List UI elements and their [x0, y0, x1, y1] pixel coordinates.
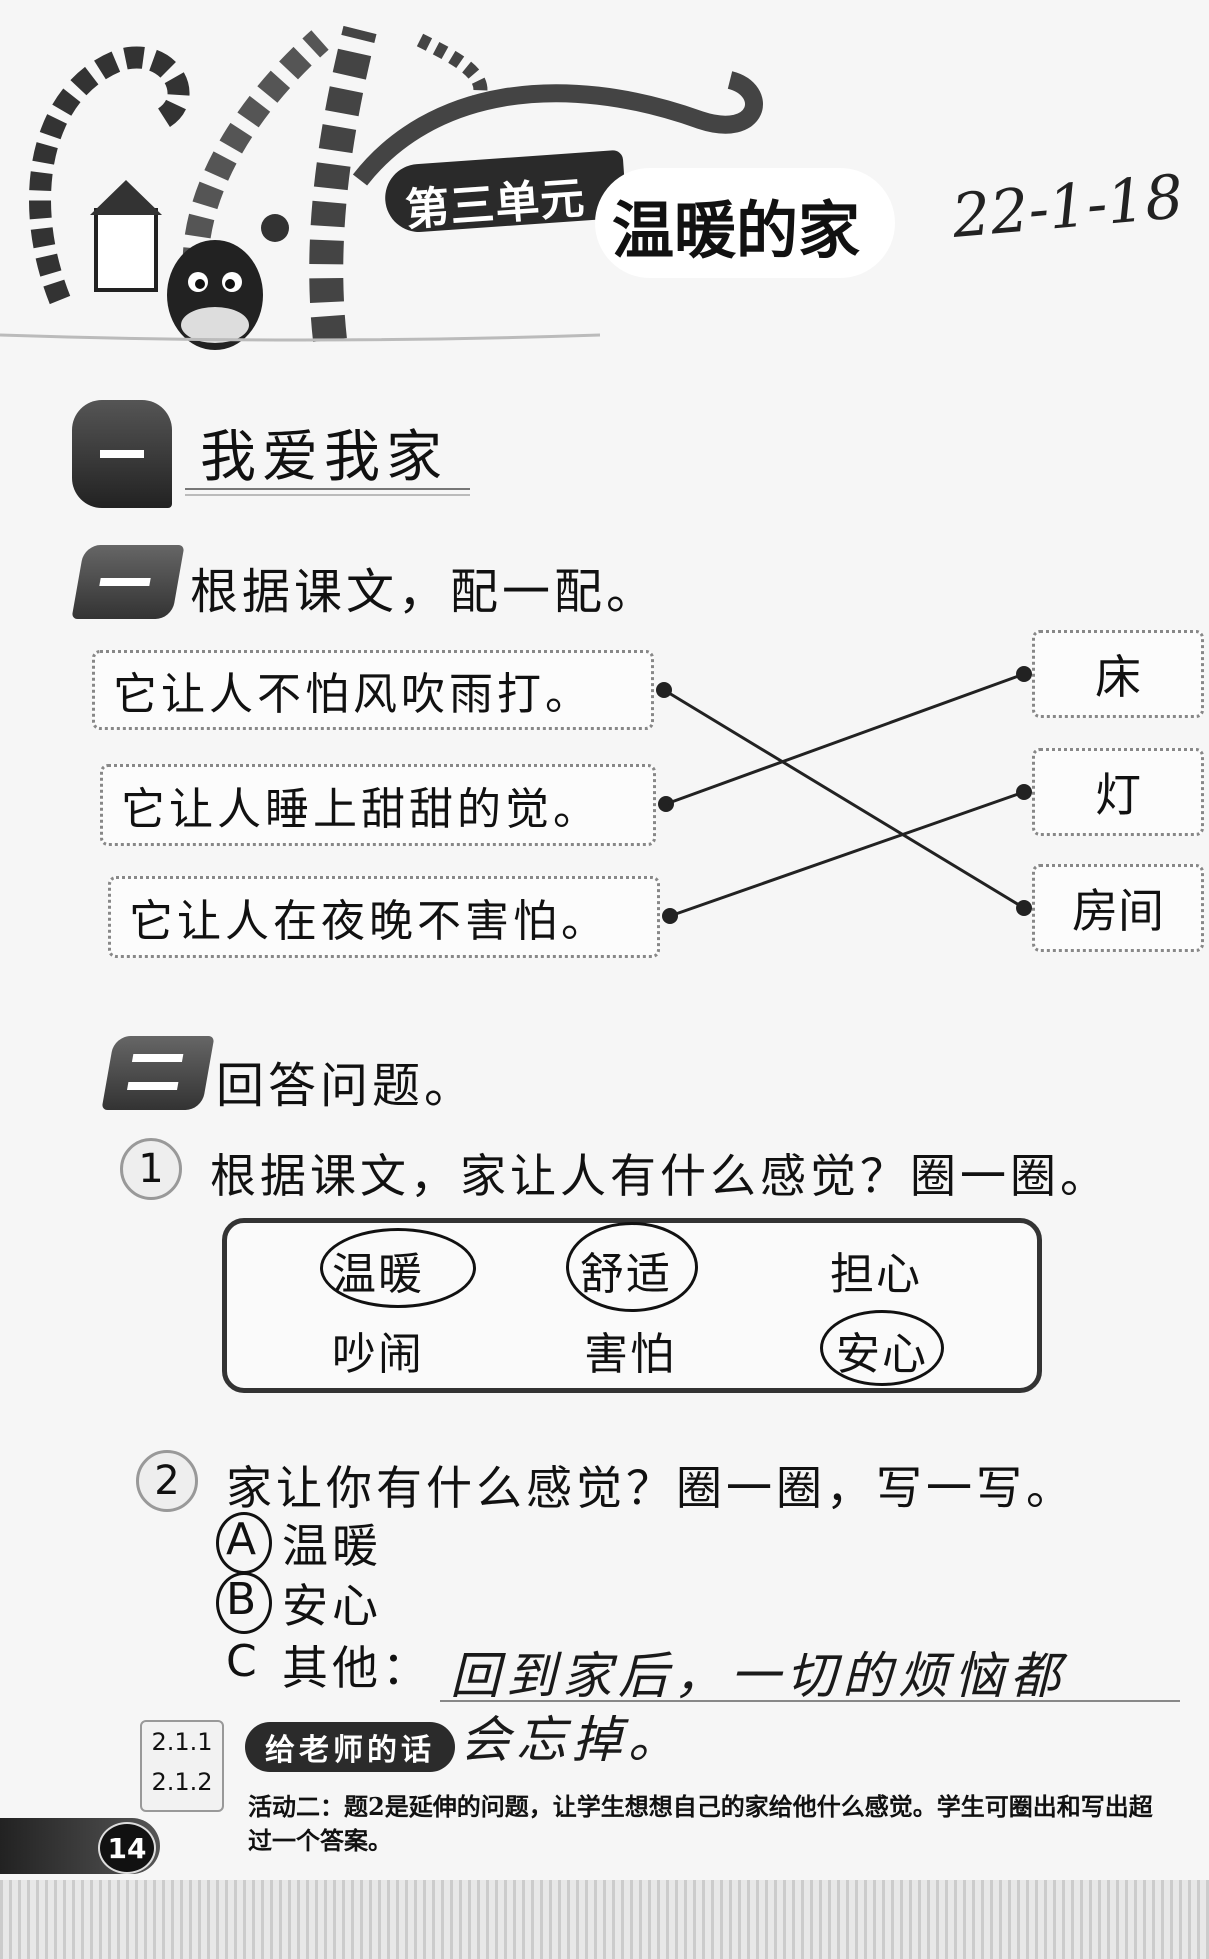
- question-two-badge: [101, 1036, 215, 1110]
- match-right-item-room[interactable]: 房间: [1032, 864, 1204, 952]
- section-title-underline: [185, 488, 470, 496]
- match-left-item-1[interactable]: 它让人不怕风吹雨打。: [92, 650, 654, 730]
- answer-circle-comfortable: [566, 1222, 698, 1312]
- question-one-badge: [71, 545, 185, 619]
- section-number-badge: [72, 400, 172, 508]
- option-a-text: 温暖: [282, 1519, 382, 1573]
- question-two-instruction: 回答问题。: [216, 1058, 477, 1114]
- section-title: 我爱我家: [200, 425, 448, 490]
- word-option-noisy[interactable]: 吵闹: [332, 1329, 424, 1380]
- header-vine-illustration: [0, 0, 1209, 360]
- match-right-item-lamp[interactable]: 灯: [1032, 748, 1204, 836]
- match-left-dot-1[interactable]: [656, 682, 672, 698]
- match-right-dot-2[interactable]: [1016, 784, 1032, 800]
- unit-title: 温暖的家: [612, 194, 861, 267]
- word-option-worried[interactable]: 担心: [830, 1249, 922, 1300]
- curriculum-code-2: 2.1.2: [151, 1768, 213, 1796]
- sub-question-2-text: 家让你有什么感觉？圈一圈，写一写。: [226, 1461, 1076, 1515]
- sub-question-2-number: 2: [136, 1450, 198, 1512]
- handwritten-answer-line-1: 回到家后，一切的烦恼都: [450, 1647, 1066, 1705]
- unit-title-cloud: [595, 168, 895, 278]
- match-right-dot-1[interactable]: [1016, 666, 1032, 682]
- option-c-text: 其他：: [282, 1641, 432, 1695]
- page-bottom-band: [0, 1880, 1209, 1959]
- match-left-item-3[interactable]: 它让人在夜晚不害怕。: [108, 876, 660, 958]
- question-one-instruction: 根据课文，配一配。: [190, 564, 659, 620]
- match-right-dot-3[interactable]: [1016, 900, 1032, 916]
- curriculum-code-box: 2.1.1 2.1.2: [140, 1720, 224, 1812]
- teacher-note-text: 活动二：题2是延伸的问题，让学生想想自己的家给他什么感觉。学生可圈出和写出超过一…: [248, 1792, 1153, 1855]
- match-right-item-bed[interactable]: 床: [1032, 630, 1204, 718]
- word-option-afraid[interactable]: 害怕: [584, 1329, 676, 1380]
- sub-question-1-text: 根据课文，家让人有什么感觉？圈一圈。: [210, 1149, 1110, 1203]
- option-c-letter[interactable]: C: [226, 1636, 257, 1687]
- answer-circle-warm: [320, 1228, 476, 1308]
- teacher-note-badge: 给老师的话: [245, 1722, 455, 1772]
- handwritten-answer-line-2: 会忘掉。: [460, 1711, 684, 1769]
- page-number: 14: [98, 1822, 156, 1874]
- answer-circle-at-ease: [820, 1310, 944, 1386]
- option-b-text: 安心: [282, 1579, 382, 1633]
- option-a-circle: [216, 1512, 272, 1574]
- curriculum-code-1: 2.1.1: [151, 1728, 213, 1756]
- unit-label: 第三单元: [403, 172, 587, 237]
- match-left-item-2[interactable]: 它让人睡上甜甜的觉。: [100, 764, 656, 846]
- answer-underline: [440, 1700, 1180, 1702]
- match-left-dot-2[interactable]: [658, 796, 674, 812]
- match-left-dot-3[interactable]: [662, 908, 678, 924]
- sub-question-1-number: 1: [120, 1138, 182, 1200]
- option-b-circle: [216, 1572, 272, 1634]
